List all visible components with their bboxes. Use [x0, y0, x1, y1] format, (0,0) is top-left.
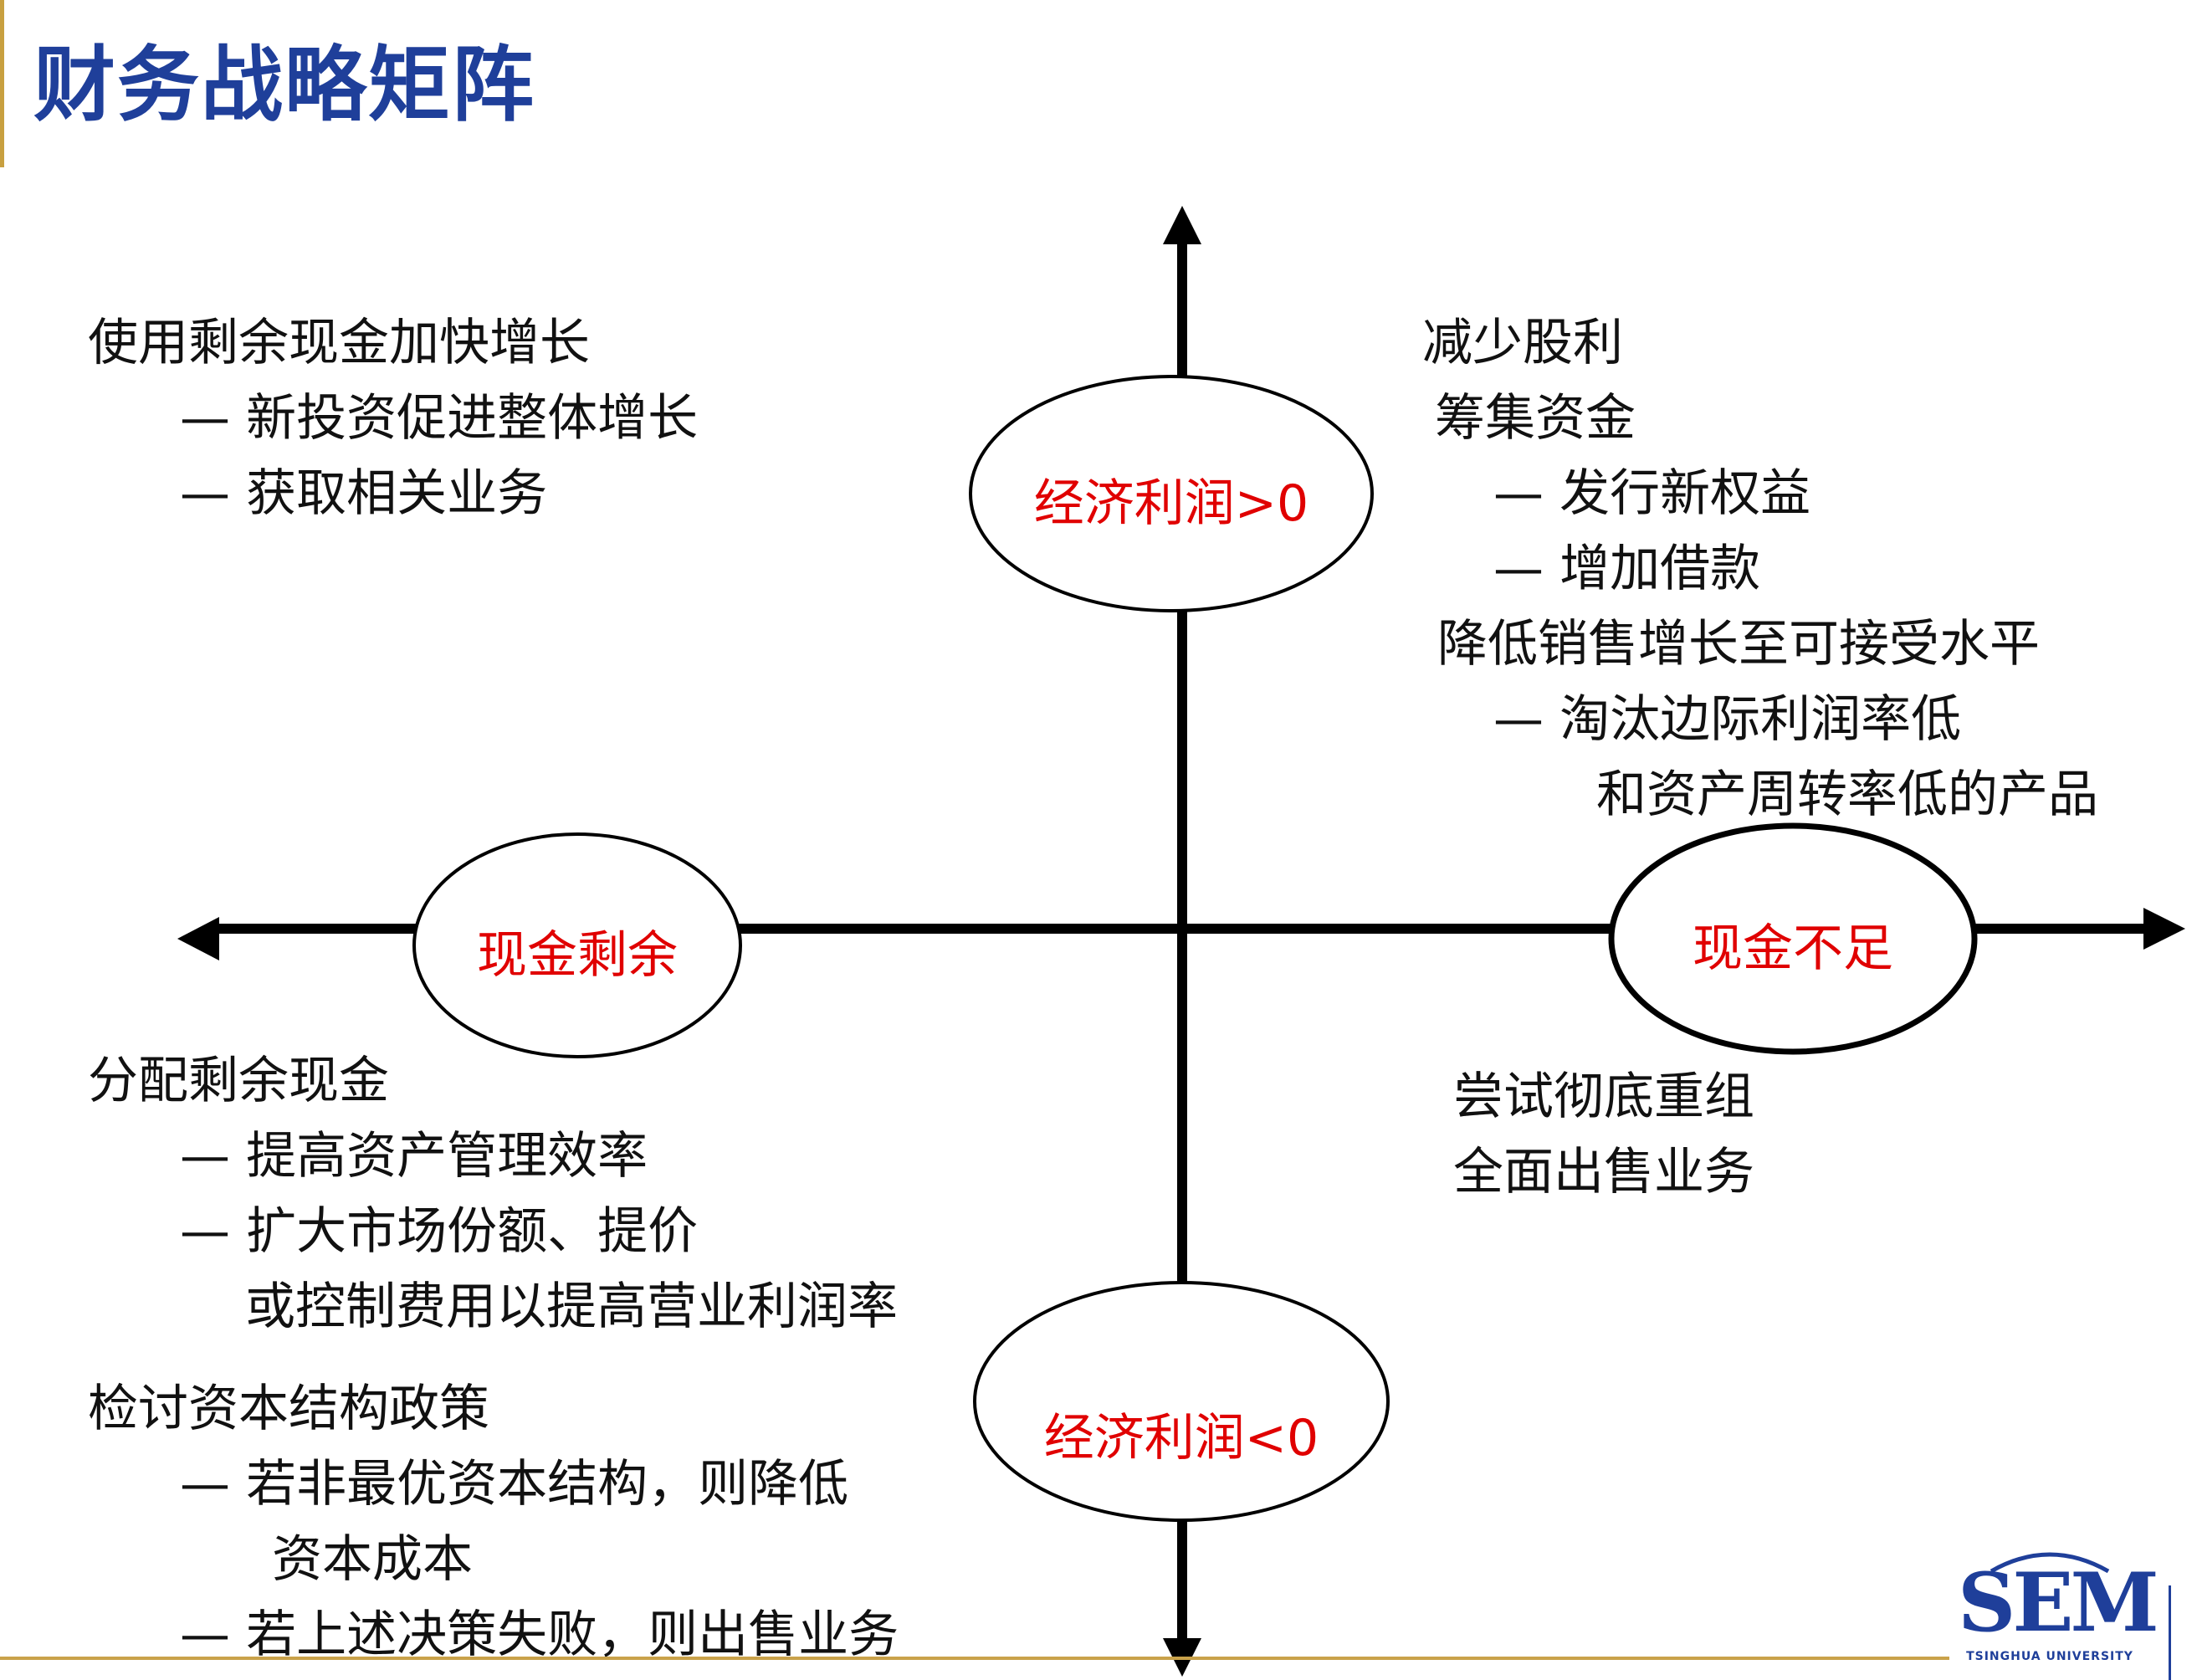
top-right-line-7: 和资产周转率低的产品	[1596, 766, 2098, 824]
sem-logo: SEM TSINGHUA UNIVERSITY	[1958, 1552, 2159, 1673]
page-title: 财务战略矩阵	[33, 38, 536, 133]
bottom-left-line-7: 资本成本	[272, 1530, 473, 1589]
oval-top-label: 经济利润>0	[1033, 474, 1309, 533]
up-arrow-head	[1163, 206, 1201, 244]
top-right-line-3: — 发行新权益	[1493, 464, 1811, 523]
top-left-heading: 使用剩余现金加快增长	[88, 314, 590, 372]
logo-arc	[1990, 1552, 2110, 1574]
oval-right-label: 现金不足	[1693, 919, 1893, 978]
bottom-left-line-8: — 若上述决策失败，则出售业务	[180, 1606, 899, 1664]
top-right-line-5: 降低销售增长至可接受水平	[1437, 615, 2040, 674]
bottom-left-line-3: — 扩大市场份额、提价	[180, 1202, 699, 1261]
right-arrow-head	[2143, 908, 2185, 950]
oval-top	[969, 375, 1374, 612]
oval-bottom-label: 经济利润<0	[1043, 1409, 1319, 1467]
bottom-left-line-4: 或控制费用以提高营业利润率	[245, 1278, 898, 1336]
bottom-right-line-1: 尝试彻底重组	[1453, 1068, 1754, 1126]
left-arrow-head	[177, 917, 219, 960]
top-right-line-1: 减少股利	[1422, 314, 1623, 372]
left-accent-bar	[0, 0, 4, 167]
bottom-left-line-2: — 提高资产管理效率	[180, 1127, 648, 1186]
logo-text: SEM	[1958, 1555, 2159, 1650]
top-left-item-2: — 获取相关业务	[180, 464, 548, 523]
bottom-right-line-2: 全面出售业务	[1453, 1143, 1754, 1201]
oval-left-label: 现金剩余	[477, 926, 678, 985]
logo-side-bar	[2169, 1585, 2171, 1680]
bottom-left-line-1: 分配剩余现金	[88, 1052, 389, 1110]
oval-right	[1608, 822, 1978, 1055]
bottom-left-line-6: — 若非最优资本结构，则降低	[180, 1455, 849, 1514]
top-right-line-4: — 增加借款	[1493, 540, 1761, 598]
top-right-line-2: 筹集资金	[1435, 389, 1636, 448]
top-right-line-6: — 淘汰边际利润率低	[1493, 690, 1962, 749]
logo-subtitle: TSINGHUA UNIVERSITY	[1966, 1650, 2133, 1663]
oval-left	[412, 832, 742, 1058]
oval-bottom	[973, 1281, 1390, 1522]
bottom-left-line-5: 检讨资本结构政策	[88, 1380, 489, 1438]
footer-line	[0, 1657, 1949, 1660]
top-left-item-1: — 新投资促进整体增长	[180, 389, 699, 448]
